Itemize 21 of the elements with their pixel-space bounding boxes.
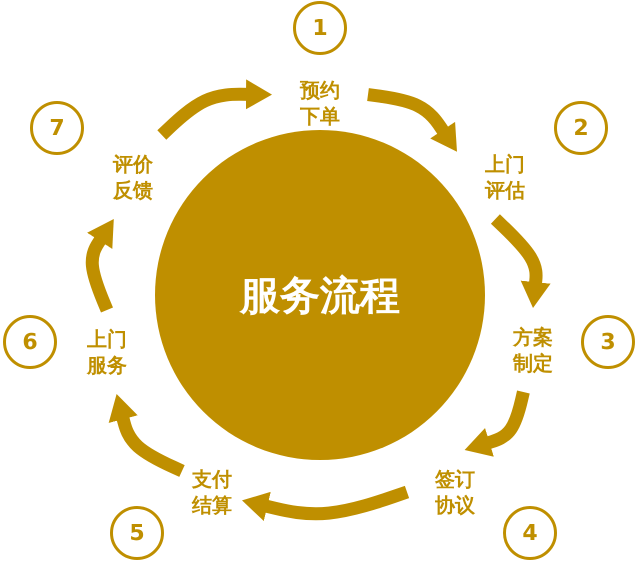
step-number-circle: 1 bbox=[293, 1, 347, 55]
step-label: 方案制定 bbox=[512, 324, 554, 376]
center-circle: 服务流程 bbox=[155, 130, 485, 460]
curved-arrow bbox=[367, 88, 457, 152]
step-number-circle: 7 bbox=[30, 101, 84, 155]
step-number-circle: 3 bbox=[581, 315, 635, 369]
step-label: 评价反馈 bbox=[112, 151, 154, 203]
step-label: 上门评估 bbox=[484, 151, 526, 203]
curved-arrow bbox=[490, 214, 551, 308]
step-number-circle: 6 bbox=[3, 315, 57, 369]
curved-arrow bbox=[157, 79, 272, 140]
step-label: 上门服务 bbox=[86, 326, 128, 378]
step-label: 支付结算 bbox=[191, 466, 233, 518]
curved-arrow bbox=[108, 394, 185, 477]
step-number-circle: 5 bbox=[110, 506, 164, 560]
curved-arrow bbox=[242, 486, 410, 522]
step-label: 预约下单 bbox=[299, 77, 341, 129]
step-label: 签订协议 bbox=[434, 466, 476, 518]
step-number-circle: 4 bbox=[503, 506, 557, 560]
step-number-circle: 2 bbox=[554, 101, 608, 155]
curved-arrow bbox=[86, 219, 114, 312]
